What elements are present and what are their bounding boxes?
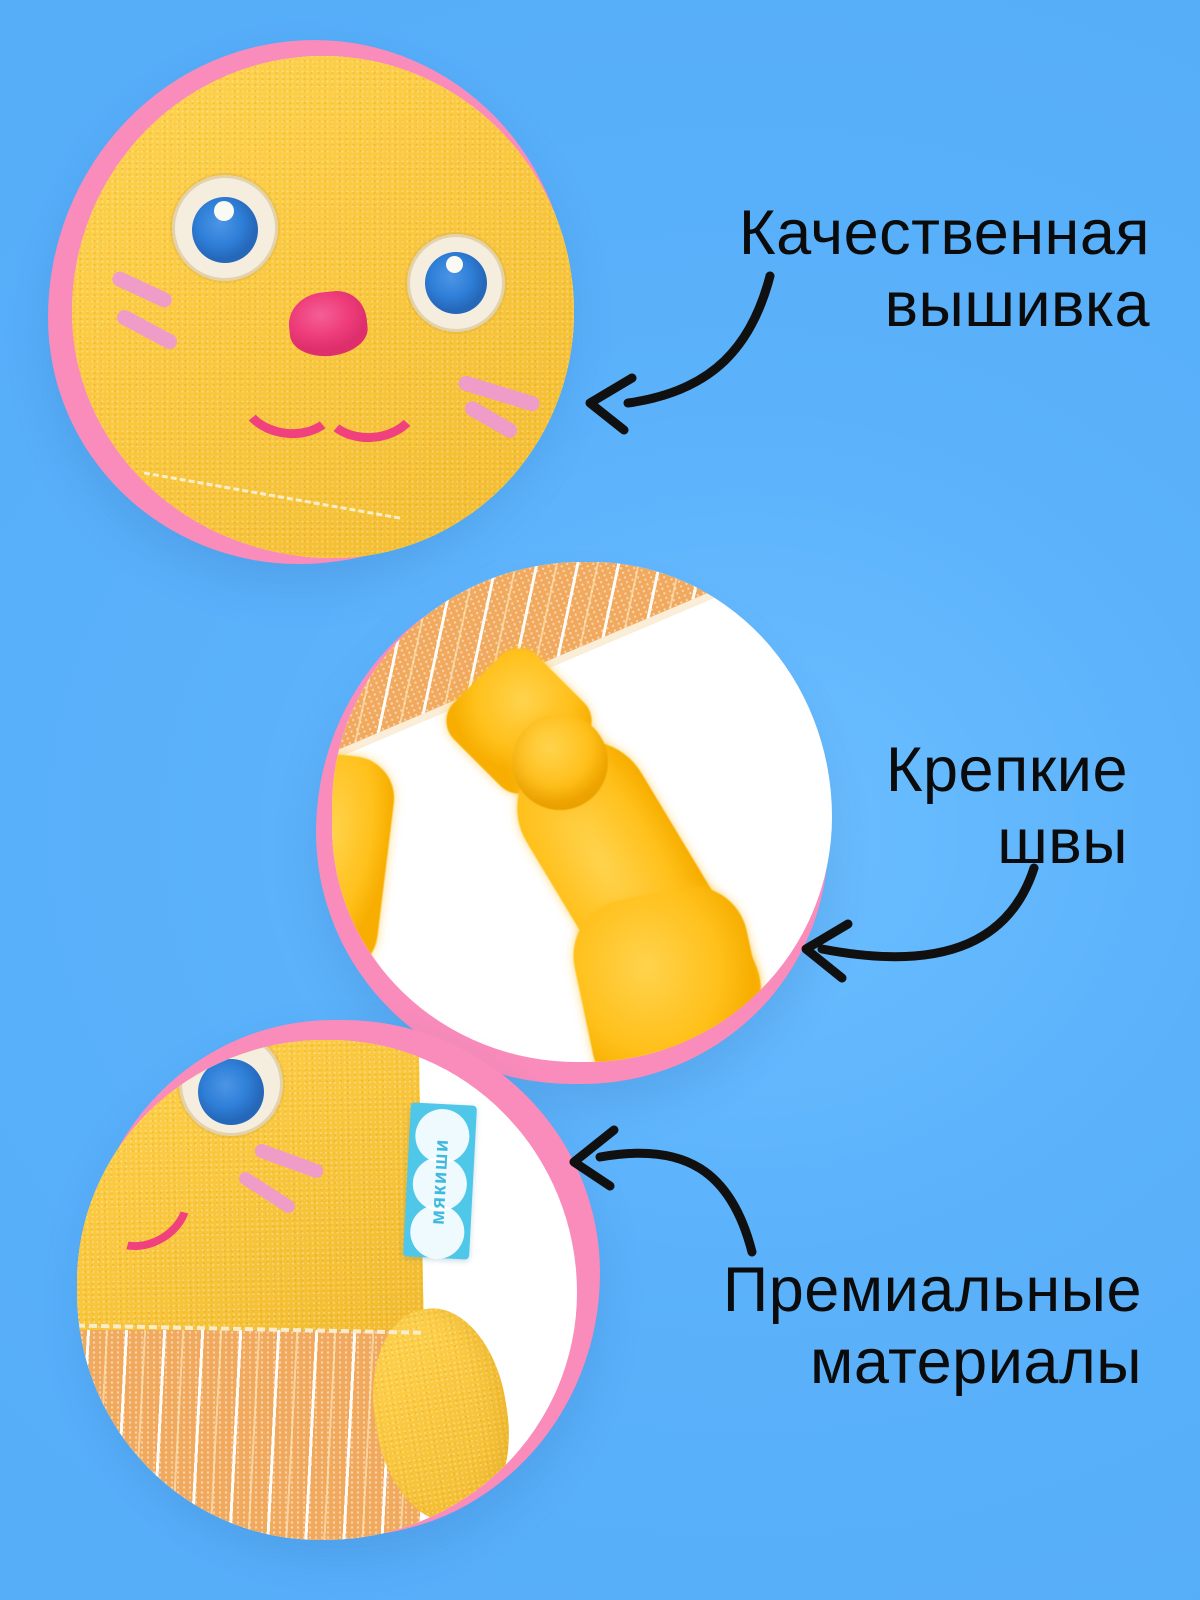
feature-label-line: Премиальные xyxy=(722,1255,1142,1325)
cat-iris xyxy=(192,197,258,263)
feature-label-seams: Крепкие швы xyxy=(886,734,1128,878)
cat-iris xyxy=(425,252,487,314)
cat-eye-left xyxy=(172,175,278,281)
brand-tag: мякиши xyxy=(403,1102,477,1261)
cat-eye-partial xyxy=(179,1040,283,1136)
cat-iris xyxy=(198,1059,264,1125)
brand-tag-text: мякиши xyxy=(426,1137,453,1225)
feature-label-embroidery: Качественная вышивка xyxy=(739,197,1150,341)
plush-strip-left xyxy=(332,749,399,979)
photo-materials: мякиши xyxy=(77,1040,577,1540)
feature-label-line: Крепкие xyxy=(885,735,1128,805)
curved-arrow-icon-seams xyxy=(801,863,1039,983)
feature-label-line: материалы xyxy=(810,1327,1142,1397)
feature-label-line: Качественная xyxy=(738,198,1150,268)
feature-label-line: вышивка xyxy=(884,270,1150,340)
photo-seams xyxy=(332,562,832,1062)
feature-label-materials: Премиальные материалы xyxy=(723,1254,1142,1398)
feature-label-line: швы xyxy=(997,807,1128,877)
cat-eye-right xyxy=(407,234,505,332)
curved-arrow-icon-materials xyxy=(569,1125,757,1257)
checkered-fabric xyxy=(77,1330,421,1540)
plush-knot xyxy=(512,714,608,810)
photo-embroidery xyxy=(72,56,574,558)
eye-highlight xyxy=(214,201,234,221)
eye-highlight xyxy=(446,256,463,273)
